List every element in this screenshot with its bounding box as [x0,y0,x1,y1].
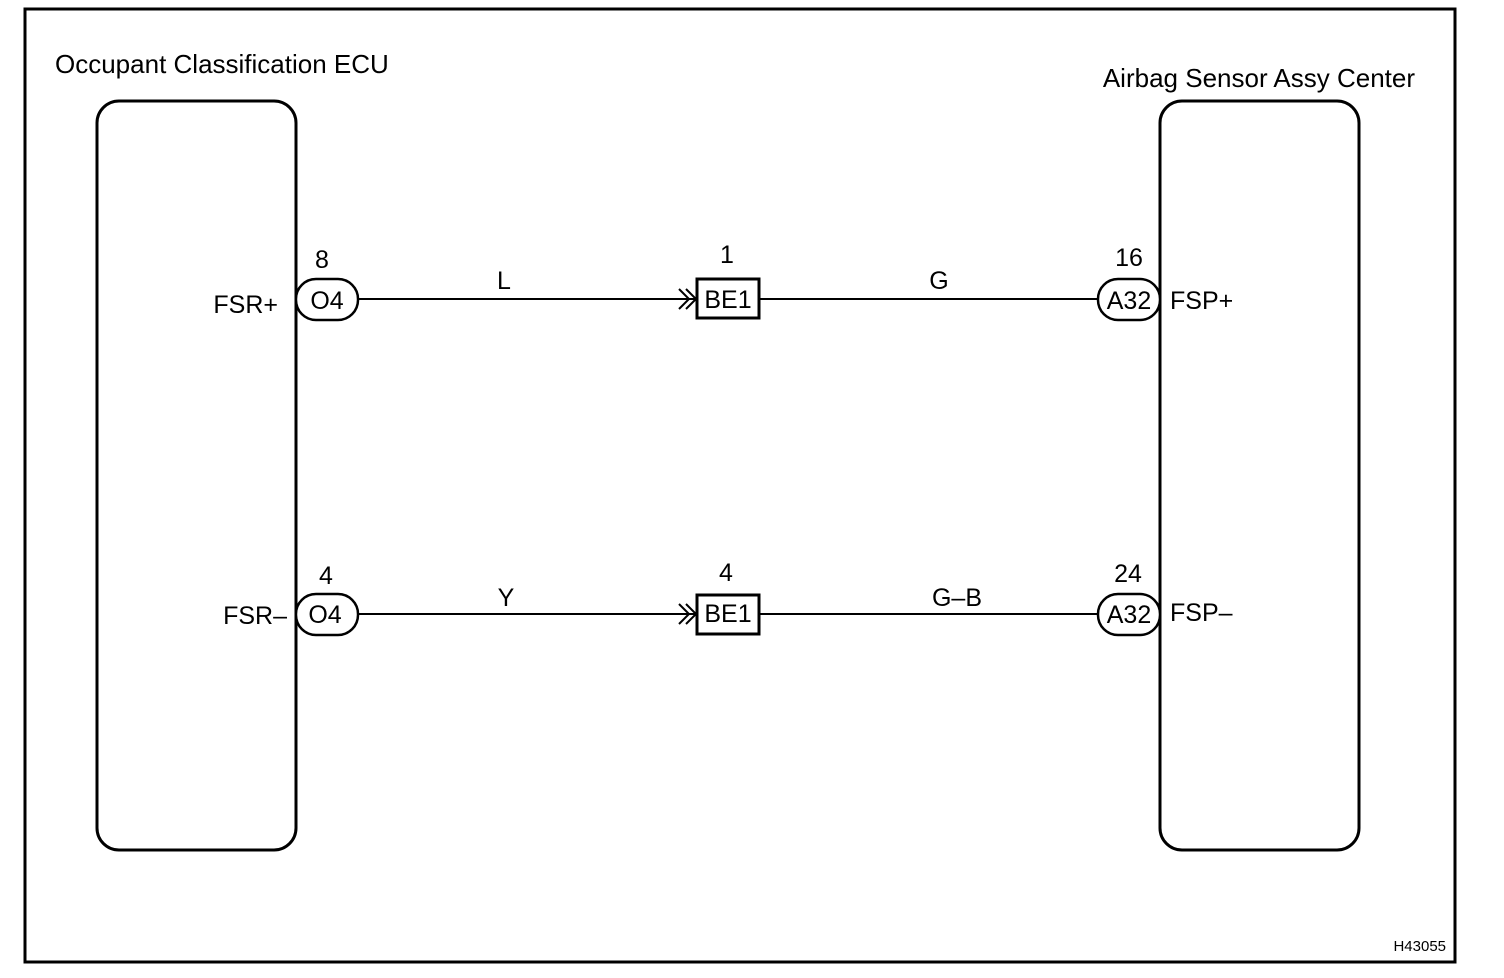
right-component-box [1158,99,1361,852]
left-connector-code: O4 [310,287,343,315]
right-component-title: Airbag Sensor Assy Center [1103,63,1415,93]
right-terminal-label: FSP+ [1170,287,1233,315]
figure-id: H43055 [1393,938,1446,955]
left-component-box [95,99,298,852]
diagram-frame [23,7,1457,964]
junction-pin-number: 1 [720,241,734,269]
junction-connector-code: BE1 [704,286,751,314]
right-connector-shape [1096,277,1162,322]
right-pin-number: 16 [1115,244,1143,272]
left-component-title: Occupant Classification ECU [55,49,389,79]
junction-connector-code: BE1 [704,600,751,628]
right-pin-number: 24 [1114,560,1142,588]
left-terminal-label: FSR+ [213,291,278,319]
right-connector-shape [1096,592,1162,637]
left-pin-number: 8 [315,246,329,274]
left-wire-color: Y [498,584,515,612]
junction-connector-box [695,277,761,320]
right-connector-code: A32 [1107,287,1151,315]
right-connector-code: A32 [1107,601,1151,629]
junction-pin-number: 4 [719,559,733,587]
right-terminal-label: FSP– [1170,599,1233,627]
circuit-fsr-plus: FSR+ 8 O4 L 1 BE1 G 16 A32 FSP+ [213,241,1233,322]
junction-connector-box [695,593,761,636]
circuit-fsr-minus: FSR– 4 O4 Y 4 BE1 G–B 24 A32 FSP– [223,559,1233,637]
right-wire-color: G [929,267,948,295]
left-pin-number: 4 [319,562,333,590]
left-connector-code: O4 [308,601,341,629]
left-wire-color: L [497,267,511,295]
right-wire-color: G–B [932,584,982,612]
left-terminal-label: FSR– [223,602,287,630]
